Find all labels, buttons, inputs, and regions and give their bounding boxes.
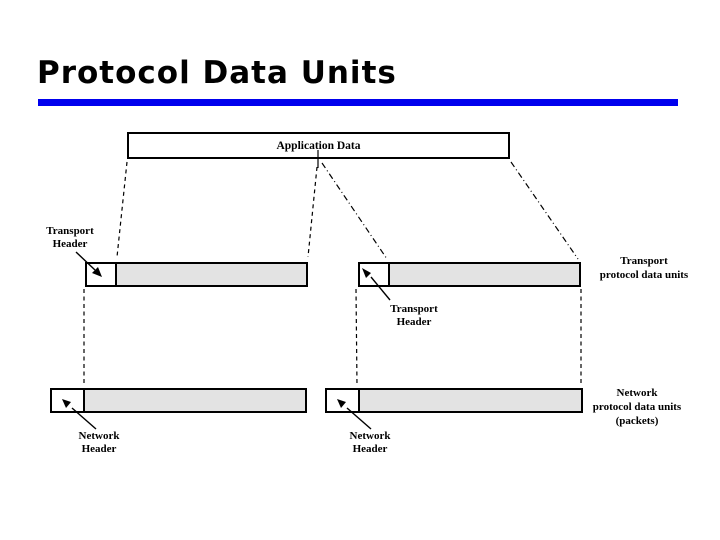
transport-pdu-label: Transport protocol data units [599, 255, 689, 281]
dashdot-line-app-right-to-transport-right-end [510, 161, 579, 260]
transport-header-label-right: Transport Header [390, 303, 438, 328]
network-pdu-box-right [325, 388, 583, 413]
application-data-label: Application Data [276, 139, 361, 152]
dashed-line-app-left-to-transport-left [116, 161, 128, 258]
transport-header-segment-left [87, 264, 117, 285]
network-header-segment-left [52, 390, 85, 411]
slide-title: Protocol Data Units [37, 55, 397, 91]
transport-pdu-box-right [358, 262, 581, 287]
transport-data-segment-left [117, 264, 306, 285]
network-data-segment-left [85, 390, 305, 411]
network-header-label-right: Network Header [349, 430, 391, 455]
dashdot-line-app-center-to-transport-right [321, 162, 388, 260]
title-underline-rule [38, 99, 678, 106]
network-pdu-box-left [50, 388, 307, 413]
application-data-box: Application Data [127, 132, 510, 159]
network-pdu-label: Network protocol data units (packets) [592, 387, 682, 427]
network-header-segment-right [327, 390, 360, 411]
dashed-line-app-center-to-transport-left-end [307, 166, 318, 258]
network-data-segment-right [360, 390, 581, 411]
transport-data-segment-right [390, 264, 579, 285]
transport-pdu-box-left [85, 262, 308, 287]
dashed-line-transport-right-to-network-right [355, 288, 358, 387]
transport-header-segment-right [360, 264, 390, 285]
transport-header-label-left: Transport Header [46, 225, 94, 250]
network-header-label-left: Network Header [78, 430, 120, 455]
